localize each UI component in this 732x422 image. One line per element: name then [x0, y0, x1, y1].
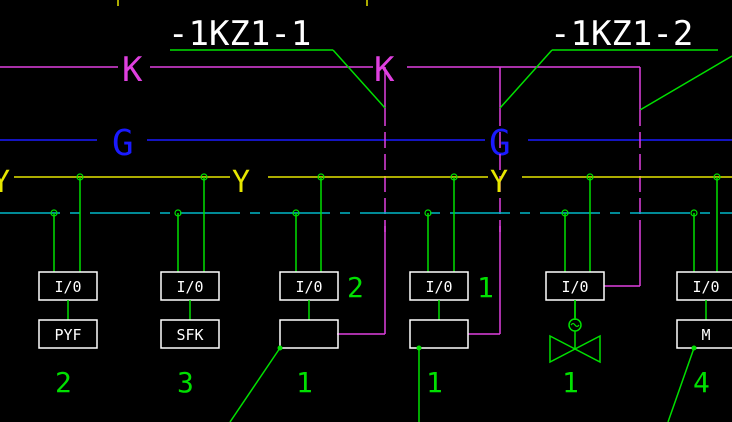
g-label-left: G [112, 123, 134, 164]
y-bus-labels: Y Y Y [0, 165, 508, 200]
cabinet-tag-leaders [170, 49, 732, 111]
device-bottom-number: 1 [426, 366, 443, 399]
k-bus [0, 66, 641, 110]
io-module-label: I/0 [692, 278, 719, 296]
cyan-tap-node [690, 209, 698, 217]
cabinet-tag-2: -1KZ1-2 [550, 14, 693, 54]
cyan-tap-node [561, 209, 569, 217]
cyan-tap-node [424, 209, 432, 217]
top-ticks [117, 0, 368, 6]
yellow-tap-node [713, 173, 721, 181]
leader-dot [277, 345, 283, 351]
io-module-label: I/0 [54, 278, 81, 296]
k-label-left: K [122, 50, 143, 90]
device-box [279, 319, 339, 349]
cyan-tap-node [292, 209, 300, 217]
device-bottom-number: 1 [562, 366, 579, 399]
yellow-tap-node [450, 173, 458, 181]
io-module-label: I/0 [425, 278, 452, 296]
device-bottom-number: 2 [55, 366, 72, 399]
yellow-tap-node [586, 173, 594, 181]
y-label-1: Y [0, 165, 10, 200]
y-label-2: Y [232, 165, 250, 200]
cyan-tap-node [174, 209, 182, 217]
yellow-tap-node [200, 173, 208, 181]
device-box [676, 319, 732, 349]
device-label: SFK [176, 326, 203, 344]
cabinet-tag-1: -1KZ1-1 [168, 14, 311, 54]
io-module-label: I/0 [176, 278, 203, 296]
yellow-tap-node [317, 173, 325, 181]
cyan-tap-node [50, 209, 58, 217]
y-label-3: Y [490, 165, 508, 200]
k-label-right: K [374, 50, 395, 90]
io-module-label: I/0 [561, 278, 588, 296]
valve-body-icon [549, 334, 601, 364]
leader-dot [416, 345, 422, 351]
leader-dot [691, 345, 697, 351]
device-box [409, 319, 469, 349]
device-leader-line [667, 347, 695, 422]
cabinet-tags: -1KZ1-1 -1KZ1-2 [168, 14, 693, 54]
device-label: M [701, 326, 710, 344]
device-box [38, 319, 98, 349]
device-leader-line [229, 347, 281, 422]
device-bottom-number: 3 [177, 366, 194, 399]
k-solid-verticals [337, 226, 641, 335]
k-dashed-verticals [384, 110, 641, 232]
device-bottom-number: 4 [693, 366, 710, 399]
yellow-tap-node [76, 173, 84, 181]
device-label: PYF [54, 326, 81, 344]
tilde-icon [570, 322, 580, 328]
io-module-label: I/0 [295, 278, 322, 296]
k-bus-labels: K K [122, 50, 395, 90]
io-side-number: 2 [347, 271, 364, 304]
io-side-number: 1 [477, 271, 494, 304]
device-box [160, 319, 220, 349]
device-bottom-number: 1 [296, 366, 313, 399]
